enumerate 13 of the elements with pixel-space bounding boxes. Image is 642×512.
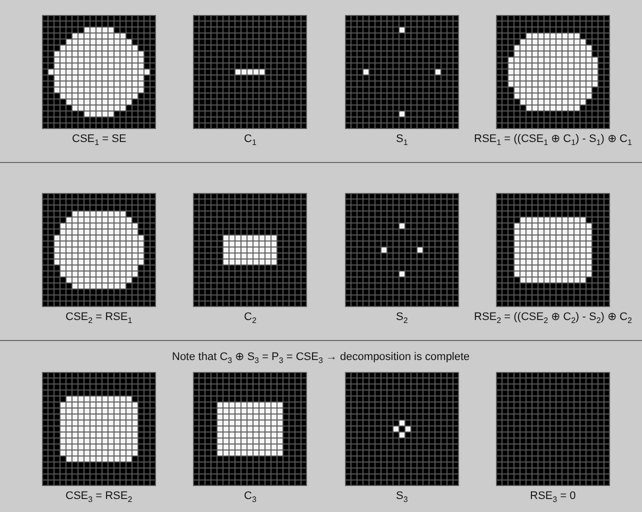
note-text: Note that C$_{3}$ ⊕ S$_{3}$ = P$_{3}$ = CSE$_{3}$ → decomposition is complete — [172, 351, 470, 364]
grid-caption: RSE$_{1}$ = ((CSE$_{1}$ ⊕ C$_{1}$) - S$_{1}$) ⊕ C$_{1}$ — [474, 133, 632, 146]
grid-caption: S$_{2}$ — [396, 311, 408, 324]
grid-caption: CSE$_{1}$ = SE — [72, 133, 126, 146]
grid-caption: C$_{1}$ — [244, 133, 256, 146]
grid-caption: RSE$_{2}$ = ((CSE$_{2}$ ⊕ C$_{2}$) - S$_{2}$) ⊕ C$_{2}$ — [474, 311, 632, 324]
grid-caption: RSE$_{3}$ = 0 — [530, 490, 576, 503]
grid-caption: S$_{1}$ — [396, 133, 408, 146]
grid-caption: S$_{3}$ — [396, 490, 408, 503]
grid-caption: CSE$_{3}$ = RSE$_{2}$ — [66, 490, 132, 503]
grid-caption: CSE$_{2}$ = RSE$_{1}$ — [66, 311, 132, 324]
grid-caption: C$_{2}$ — [244, 311, 256, 324]
grid-caption: C$_{3}$ — [244, 490, 256, 503]
